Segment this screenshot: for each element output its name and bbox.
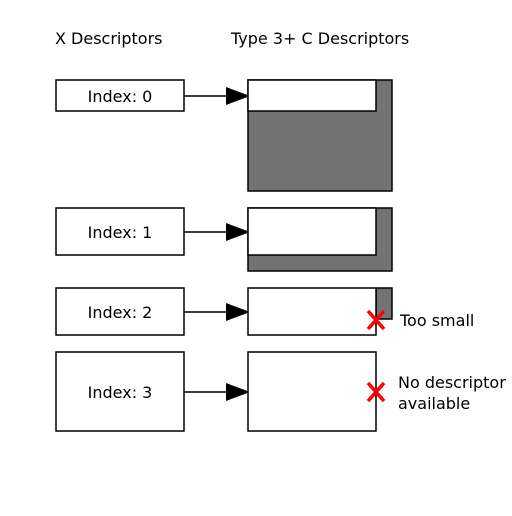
c-descriptor-free-0 (247, 79, 377, 112)
x-descriptor-box-0 (55, 79, 185, 112)
row-index-2: Index: 2 Too small (55, 287, 474, 336)
x-descriptor-label-2: Index: 2 (88, 303, 153, 322)
pointer-arrow-head-0 (226, 87, 250, 105)
x-descriptor-label-0: Index: 0 (88, 87, 153, 106)
header-x-descriptors: X Descriptors (55, 29, 163, 48)
x-descriptor-label-3: Index: 3 (88, 383, 153, 402)
c-descriptor-free-1 (247, 207, 377, 256)
row-index-1: Index: 1 (55, 207, 393, 272)
c-descriptor-used-2 (375, 287, 393, 320)
x-descriptor-label-1: Index: 1 (88, 223, 153, 242)
status-too-small: Too small (399, 311, 474, 330)
c-descriptor-free-2 (247, 287, 377, 336)
c-descriptor-free-3 (247, 351, 377, 432)
pointer-arrow-head-1 (226, 223, 250, 241)
header-c-descriptors: Type 3+ C Descriptors (230, 29, 409, 48)
x-descriptor-box-1 (55, 207, 185, 256)
pointer-arrow-head-3 (226, 383, 250, 401)
status-no-descriptor-line2: available (398, 394, 470, 413)
row-index-0: Index: 0 (55, 79, 393, 192)
row-index-3: Index: 3 No descriptor available (55, 351, 506, 432)
pointer-arrow-head-2 (226, 303, 250, 321)
fail-cross-icon-2 (366, 309, 386, 331)
fail-cross-icon-3 (366, 381, 386, 403)
x-descriptor-box-3 (55, 351, 185, 432)
status-no-descriptor-line1: No descriptor (398, 373, 506, 392)
